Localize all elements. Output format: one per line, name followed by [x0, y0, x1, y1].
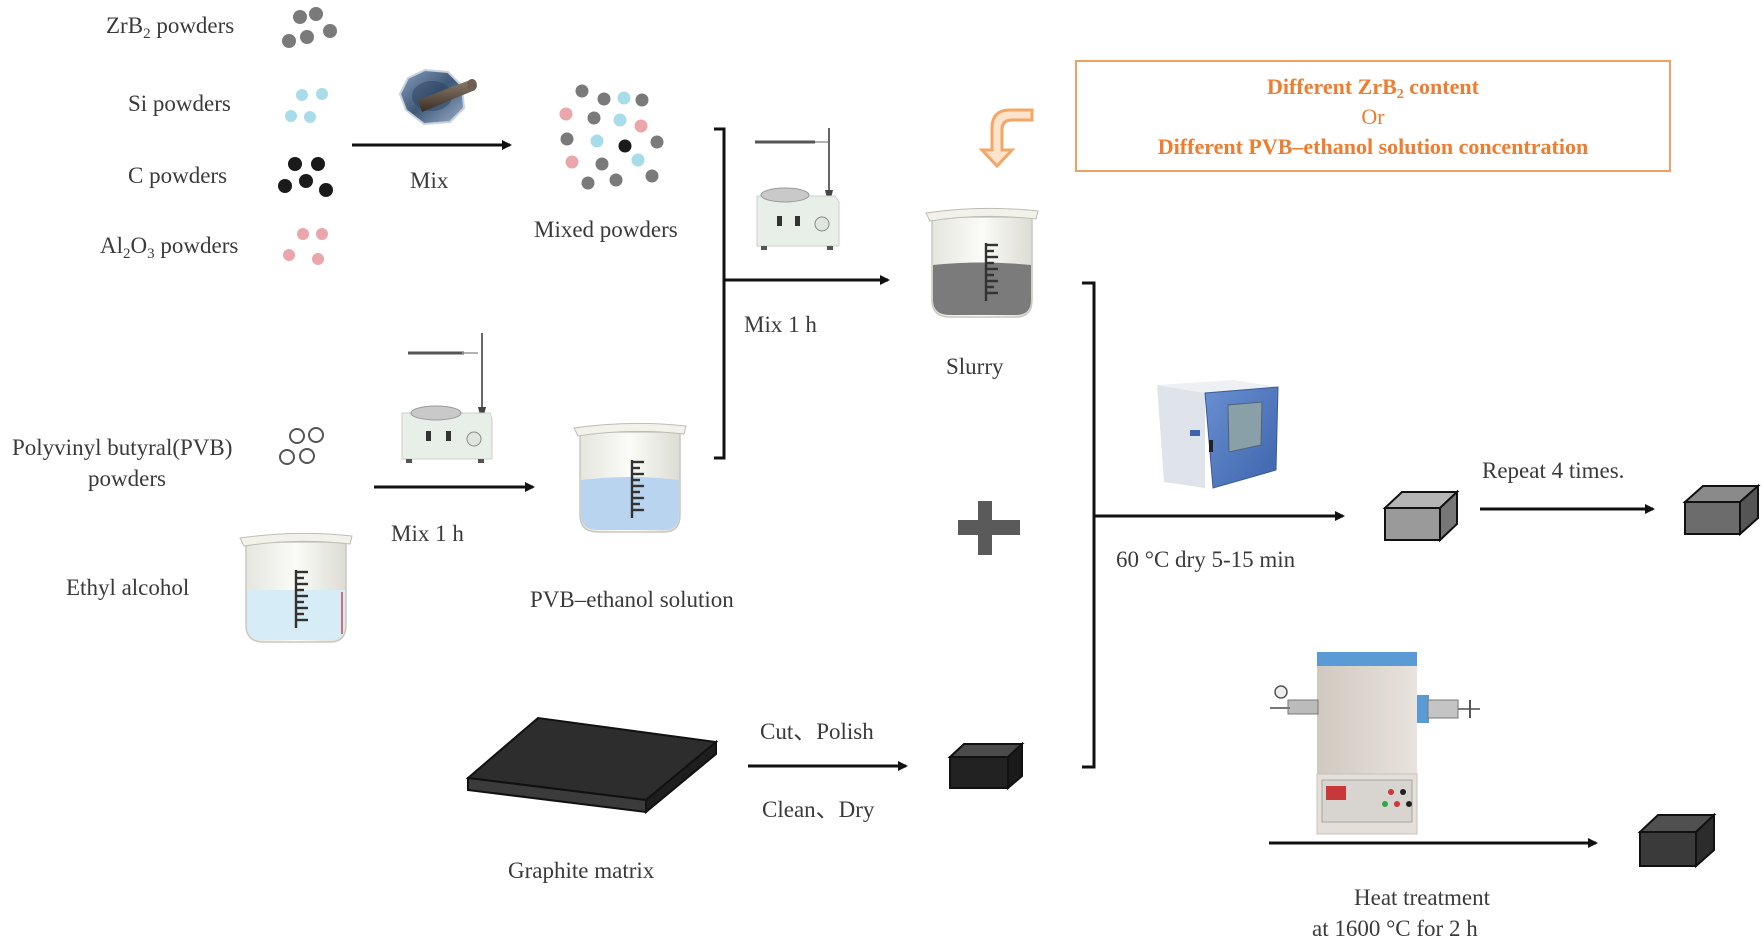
dry-label: 60 °C dry 5-15 min [1116, 547, 1296, 572]
coated-block-final-icon [1682, 483, 1761, 537]
mix-1h-bottom-label: Mix 1 h [391, 521, 464, 546]
al2o3-label: Al2O3 powders [100, 233, 239, 262]
slurry-label: Slurry [946, 354, 1004, 379]
repeat-label: Repeat 4 times. [1482, 458, 1625, 483]
mixed-powders-label: Mixed powders [534, 217, 678, 242]
note-line-2: Or [1361, 104, 1385, 129]
graphite-matrix-label: Graphite matrix [508, 858, 655, 883]
heat-treatment-label-line2: at 1600 °C for 2 h [1312, 916, 1478, 941]
merge-bracket-1 [714, 127, 726, 460]
ethyl-alcohol-label: Ethyl alcohol [66, 575, 190, 600]
merge-bracket-2 [1082, 281, 1096, 769]
heat-treatment-label-line1: Heat treatment [1354, 885, 1491, 910]
tube-furnace-icon [1270, 652, 1480, 835]
al2o3-dots-icon [283, 228, 328, 265]
coated-block-icon [1382, 489, 1460, 543]
mortar-pestle-icon [398, 68, 477, 126]
c-dots-icon [278, 157, 333, 197]
plus-icon [958, 501, 1020, 555]
pvb-circles-icon [279, 427, 324, 465]
orange-curved-arrow-icon [978, 108, 1034, 169]
ethanol-beaker-icon [239, 532, 353, 643]
mix-1h-top-label: Mix 1 h [744, 312, 817, 337]
pvb-label-line2: powders [88, 466, 166, 491]
mix-label: Mix [410, 168, 449, 193]
pvb-solution-beaker-icon [573, 422, 687, 533]
note-line-3: Different PVB–ethanol solution concentra… [1157, 134, 1589, 159]
note-line-1: Different ZrB2 content [1267, 74, 1479, 102]
graphite-plate-icon [465, 716, 719, 815]
variable-note-box: Different ZrB2 content Or Different PVB–… [1075, 60, 1671, 172]
clean-dry-label: Clean、Dry [762, 797, 875, 822]
pvb-label-line1: Polyvinyl butyral(PVB) [12, 435, 233, 460]
heat-treated-block-icon [1637, 812, 1717, 869]
magnetic-stirrer-icon [401, 333, 493, 463]
si-label: Si powders [128, 91, 231, 116]
slurry-beaker-icon [925, 207, 1039, 318]
pvb-solution-label: PVB–ethanol solution [530, 587, 734, 612]
mixed-powders-icon [559, 84, 664, 190]
zrb2-dots-icon [282, 7, 337, 48]
drying-oven-icon [1157, 380, 1279, 489]
graphite-block-icon [947, 741, 1025, 791]
zrb2-label: ZrB2 powders [106, 13, 235, 42]
magnetic-stirrer-icon [755, 128, 840, 250]
si-dots-icon [285, 88, 328, 123]
c-label: C powders [128, 163, 228, 188]
cut-polish-label: Cut、Polish [760, 719, 874, 744]
